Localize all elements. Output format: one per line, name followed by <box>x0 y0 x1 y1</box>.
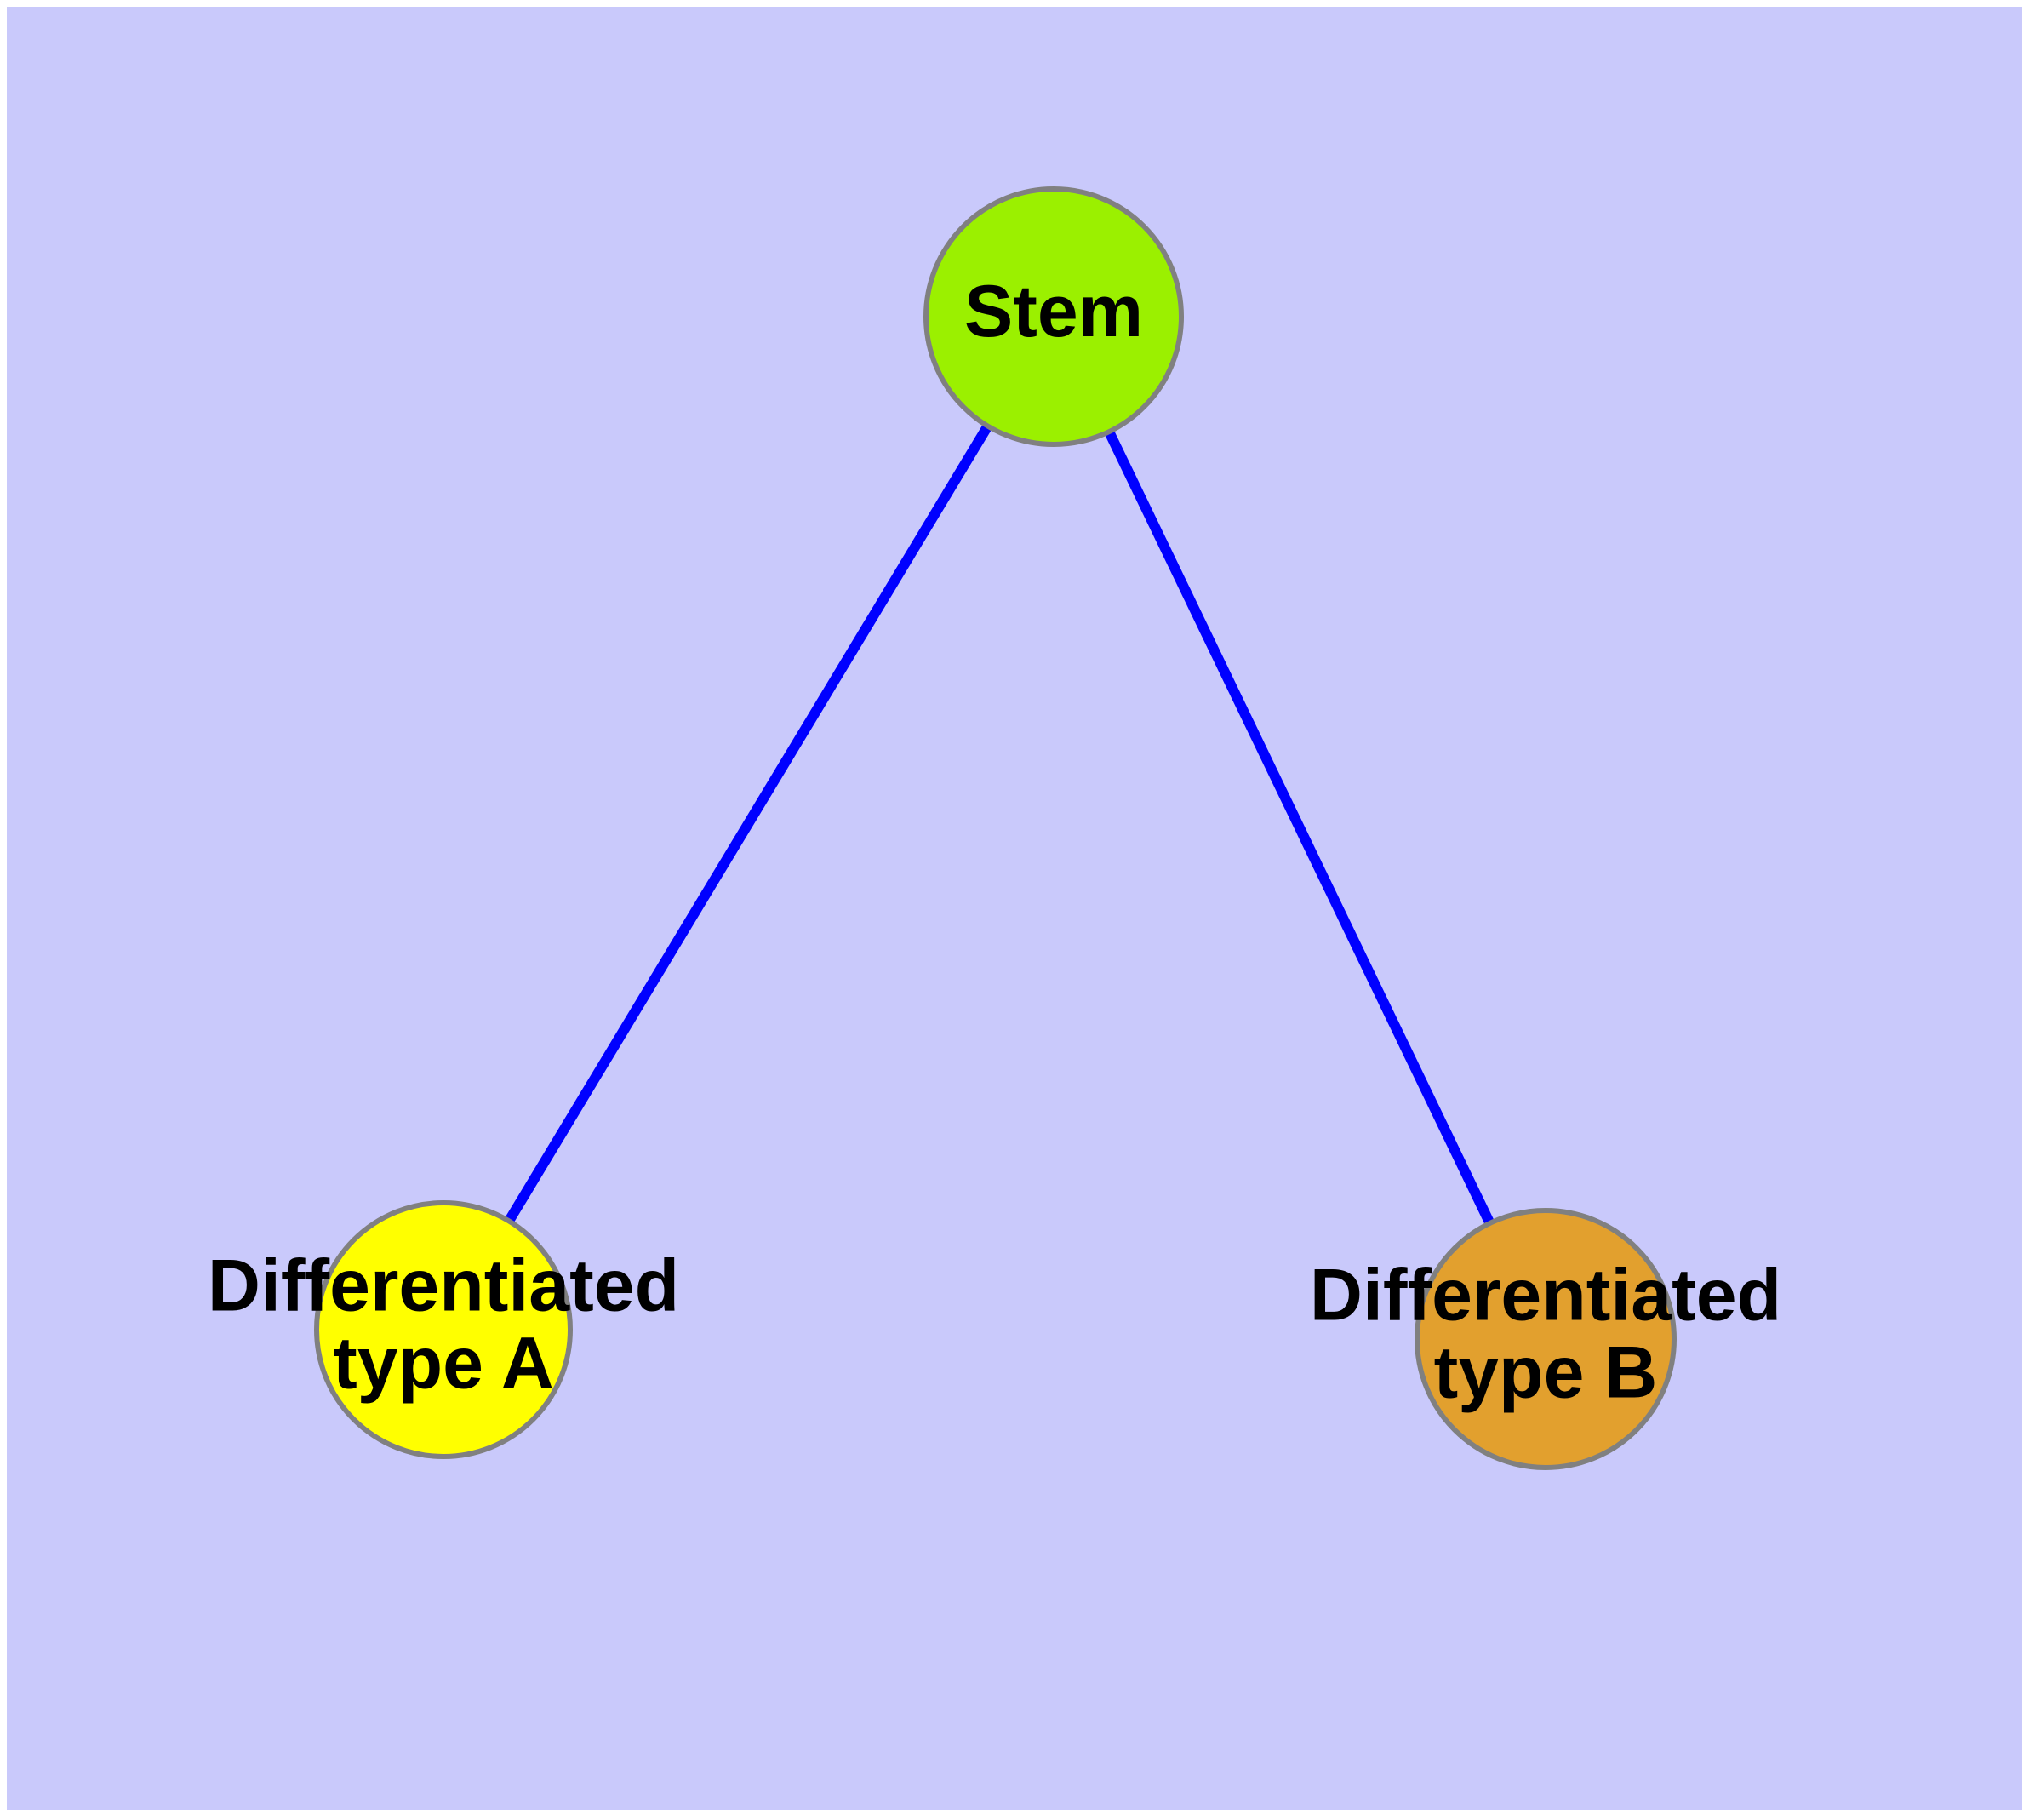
node-circle-diff_b[interactable] <box>1415 1208 1677 1470</box>
node-circle-diff_a[interactable] <box>314 1200 573 1459</box>
node-circle-stem[interactable] <box>923 186 1184 447</box>
edge-stem-diff-a[interactable] <box>438 313 1059 1333</box>
edge-stem-diff-b[interactable] <box>1049 314 1551 1342</box>
node-label-line: Stem <box>964 271 1143 352</box>
node-label-stem: Stem <box>964 271 1143 352</box>
edges-layer <box>438 313 1551 1342</box>
node-label-line: type B <box>1434 1331 1658 1413</box>
node-label-line: Differentiated <box>208 1245 679 1326</box>
node-label-line: type A <box>333 1322 554 1404</box>
node-stem[interactable]: Stem <box>923 186 1184 447</box>
node-label-line: Differentiated <box>1310 1254 1781 1336</box>
